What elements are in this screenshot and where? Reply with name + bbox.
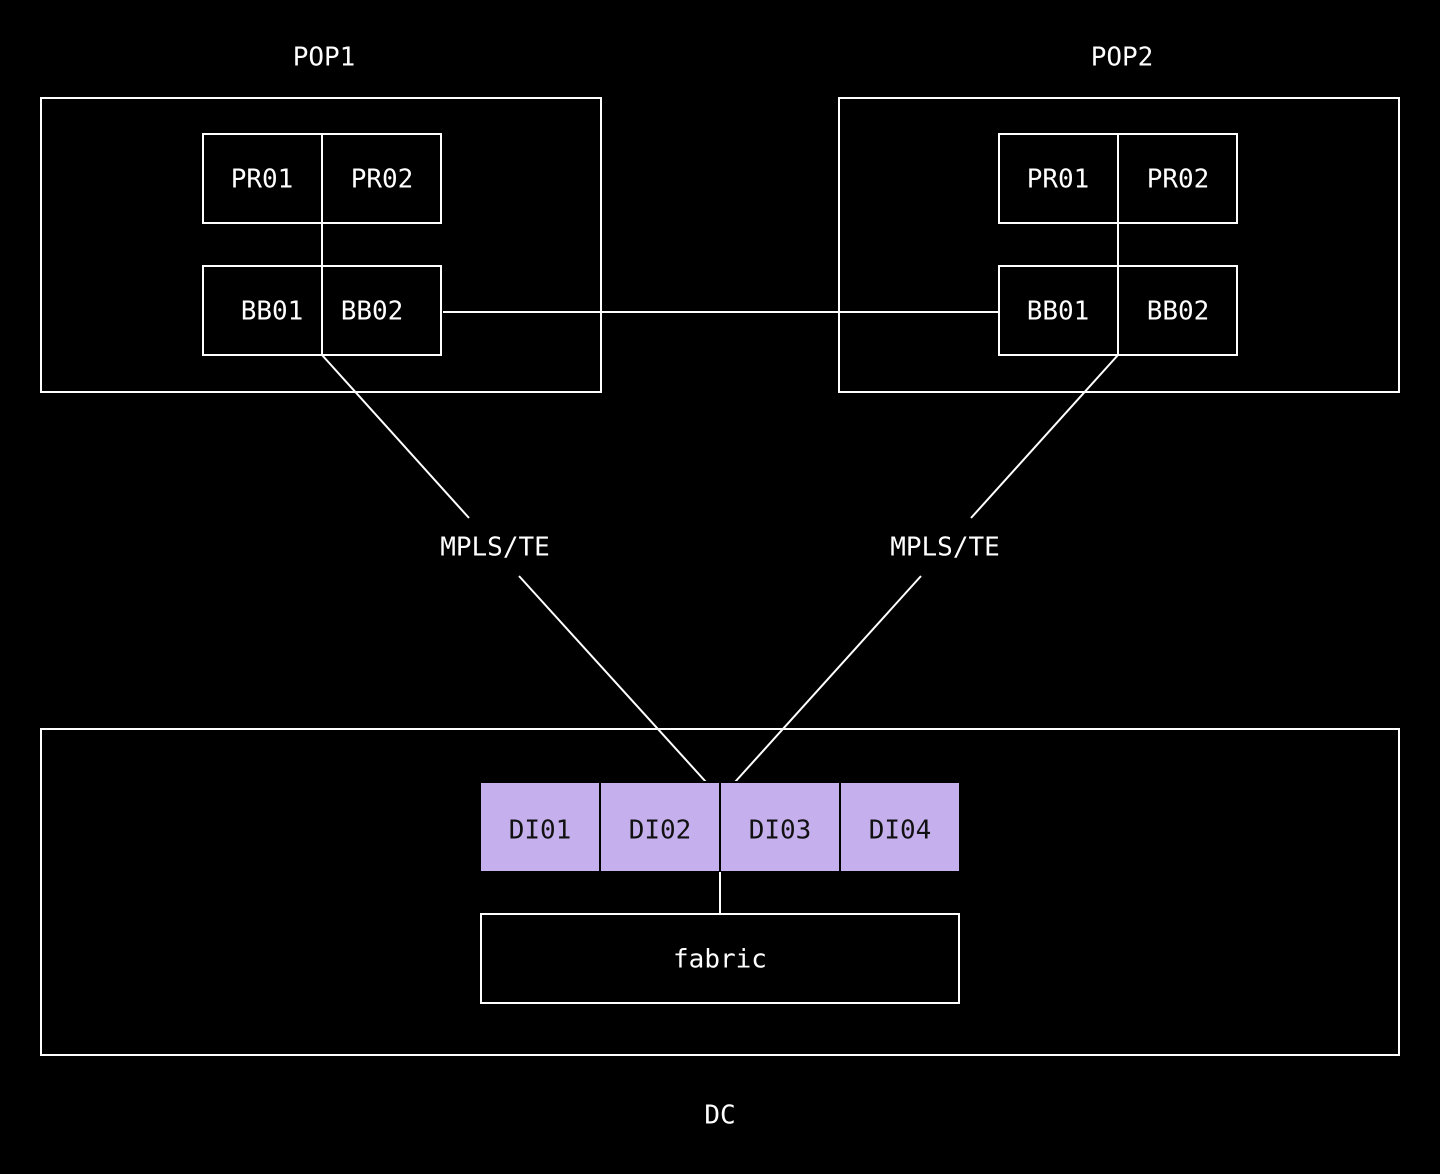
pop2-bb02-label: BB02 (1147, 297, 1210, 327)
dc-di04-box[interactable] (839, 781, 961, 873)
right-mpls-link-lower (734, 575, 922, 783)
dc-frame (40, 728, 1400, 1056)
pop1-bb02-label: BB02 (341, 297, 404, 327)
pop1-title: POP1 (293, 43, 356, 73)
left-mpls-link-lower (518, 575, 707, 783)
pop2-pr02-box[interactable] (1117, 133, 1238, 224)
pop2-pr01-label: PR01 (1027, 165, 1090, 195)
pop2-bb01-label: BB01 (1027, 297, 1090, 327)
pop1-pr01-label: PR01 (231, 165, 294, 195)
pop2-bb02-box[interactable] (1117, 265, 1238, 356)
dc-di01-box[interactable] (479, 781, 601, 873)
pop1-bb01-label: BB01 (241, 297, 304, 327)
pop2-frame (838, 97, 1400, 393)
pop1-bb02-box[interactable] (321, 265, 442, 356)
dc-di02-label: DI02 (629, 816, 692, 846)
dc-di03-box[interactable] (719, 781, 841, 873)
dc-fabric-box[interactable] (480, 913, 960, 1004)
pop1-bb01-box[interactable] (202, 265, 323, 356)
right-mpls-label: MPLS/TE (890, 533, 1000, 563)
dc-fabric-label: fabric (673, 945, 767, 975)
dc-di04-label: DI04 (869, 816, 932, 846)
pop2-bb01-box[interactable] (998, 265, 1119, 356)
pop2-title: POP2 (1091, 43, 1154, 73)
dc-title: DC (704, 1101, 735, 1131)
left-mpls-link-upper (321, 354, 470, 519)
pop1-pr01-box[interactable] (202, 133, 323, 224)
dc-di03-label: DI03 (749, 816, 812, 846)
pop1-pr02-box[interactable] (321, 133, 442, 224)
right-mpls-link-upper (970, 354, 1119, 519)
pop1-frame (40, 97, 602, 393)
dc-di01-label: DI01 (509, 816, 572, 846)
left-mpls-label: MPLS/TE (440, 533, 550, 563)
pop2-pr02-label: PR02 (1147, 165, 1210, 195)
pop1-pr02-label: PR02 (351, 165, 414, 195)
